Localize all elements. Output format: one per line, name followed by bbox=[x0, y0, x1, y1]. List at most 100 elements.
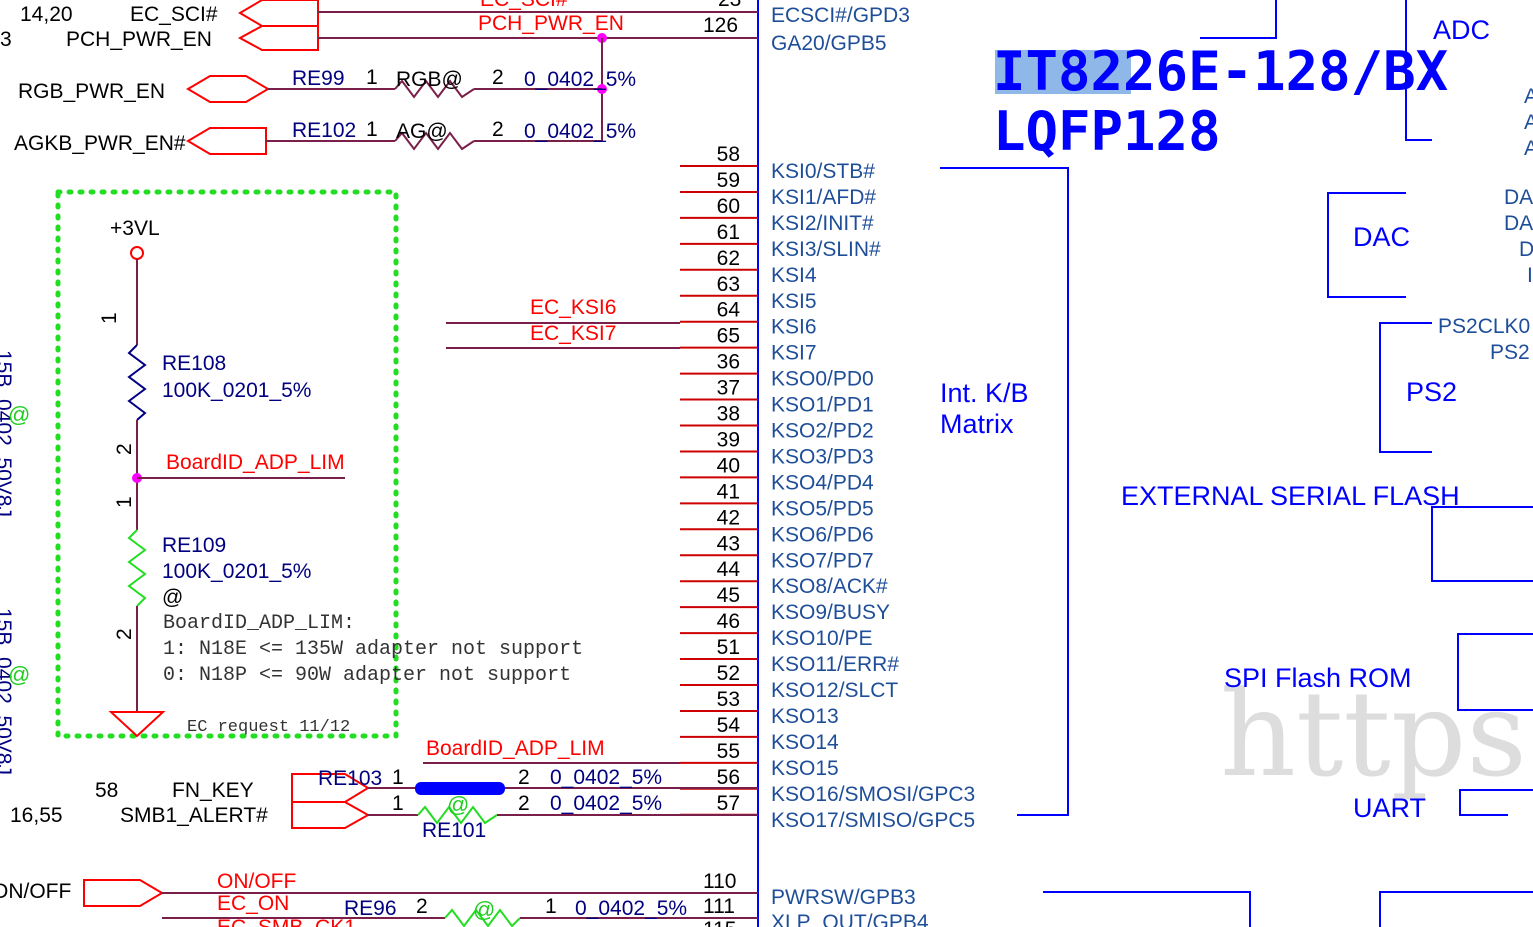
re102-value: 0_0402_5% bbox=[524, 120, 636, 143]
adc-a-1: A bbox=[1524, 85, 1533, 108]
re102-pin2: 2 bbox=[492, 118, 504, 141]
pin-number-57: 57 bbox=[717, 792, 740, 815]
re96-ref: RE96 bbox=[344, 897, 397, 920]
pin-number-41: 41 bbox=[717, 480, 740, 503]
adc-label: ADC bbox=[1433, 15, 1490, 45]
ps2-label: PS2 bbox=[1406, 377, 1457, 407]
re109-symbol bbox=[127, 529, 147, 607]
bottom-bracket-2 bbox=[1379, 891, 1533, 927]
pin-number-37: 37 bbox=[717, 377, 740, 400]
re99-ref: RE99 bbox=[292, 67, 345, 90]
ec-sci-port[interactable] bbox=[238, 0, 319, 27]
pin-number-61: 61 bbox=[717, 221, 740, 244]
re108-ref: RE108 bbox=[162, 352, 226, 375]
pin-number-56: 56 bbox=[717, 766, 740, 789]
re101-tag: @ bbox=[447, 792, 469, 817]
left-at-1: @ bbox=[8, 402, 30, 427]
pin-number-39: 39 bbox=[717, 428, 740, 451]
re102-ref: RE102 bbox=[292, 119, 356, 142]
pch-pwr-en-ref: 3 bbox=[0, 28, 12, 51]
net-ec-on: EC_ON bbox=[217, 892, 289, 915]
pin-number-42: 42 bbox=[717, 506, 740, 529]
left-cap-1: 15B_0402_50V8J bbox=[0, 350, 15, 517]
re102-pin1: 1 bbox=[366, 118, 378, 141]
pin-number-36: 36 bbox=[717, 351, 740, 374]
chip-package: LQFP128 bbox=[993, 100, 1221, 163]
smb-alert-ref: 16,55 bbox=[10, 804, 63, 827]
pin-name-52: KSO12/SLCT bbox=[771, 679, 898, 702]
ec-sci-ref: 14,20 bbox=[20, 3, 73, 26]
pin-name-36: KSO0/PD0 bbox=[771, 368, 874, 391]
pin-name-43: KSO7/PD7 bbox=[771, 549, 874, 572]
net-boardid-pin55: BoardID_ADP_LIM bbox=[426, 737, 605, 760]
re99-pin1: 1 bbox=[366, 66, 378, 89]
pin-number-64: 64 bbox=[717, 299, 741, 322]
adc-bracket-right bbox=[1405, 0, 1432, 141]
re103-ref: RE103 bbox=[318, 767, 382, 790]
supply-terminal bbox=[130, 246, 144, 260]
re109-pin2: 2 bbox=[113, 628, 136, 640]
re103-value: 0_0402_5% bbox=[550, 766, 662, 789]
pch-pwr-en-net: PCH_PWR_EN bbox=[478, 12, 624, 35]
pin-number-43: 43 bbox=[717, 532, 740, 555]
pch-pwr-en-port[interactable] bbox=[237, 25, 319, 51]
re109-value: 100K_0201_5% bbox=[162, 560, 311, 583]
note-title: BoardID_ADP_LIM: bbox=[163, 612, 355, 635]
pin-name-51: KSO11/ERR# bbox=[771, 653, 899, 676]
re96-pin1: 1 bbox=[545, 895, 557, 918]
kbm-label-1: Int. K/B bbox=[940, 378, 1029, 408]
pin-name-42: KSO6/PD6 bbox=[771, 523, 874, 546]
re101-ref: RE101 bbox=[422, 819, 486, 842]
onoff-port[interactable] bbox=[83, 879, 164, 907]
pin-number-62: 62 bbox=[717, 247, 740, 270]
net-ec-ksi7: EC_KSI7 bbox=[530, 322, 616, 345]
pin-name-54: KSO14 bbox=[771, 731, 839, 754]
fn-key-port[interactable] bbox=[291, 773, 370, 803]
ec-sci-partial-net: EC_SCI# bbox=[480, 0, 568, 11]
pin-number-40: 40 bbox=[717, 454, 740, 477]
re101-pin1: 1 bbox=[392, 792, 404, 815]
onoff-port-label: ON/OFF bbox=[0, 880, 71, 903]
pin-name-53: KSO13 bbox=[771, 705, 839, 728]
re108-pin2: 2 bbox=[113, 443, 136, 455]
pin-number-45: 45 bbox=[717, 584, 740, 607]
smb-alert-port[interactable] bbox=[291, 801, 371, 829]
pin-name-55: KSO15 bbox=[771, 757, 839, 780]
re103-pin1: 1 bbox=[392, 766, 404, 789]
dac-pin-1: DA bbox=[1504, 186, 1533, 209]
pin-number-53: 53 bbox=[717, 688, 740, 711]
pin-number-63: 63 bbox=[717, 273, 740, 296]
agkb-pwr-en-port-label: AGKB_PWR_EN# bbox=[14, 132, 186, 155]
pin-name-62: KSI4 bbox=[771, 264, 817, 287]
ext-flash-label: EXTERNAL SERIAL FLASH bbox=[1121, 481, 1460, 511]
pin-name-44: KSO8/ACK# bbox=[771, 575, 888, 598]
pin-name-45: KSO9/BUSY bbox=[771, 601, 890, 624]
spi-rom-bracket bbox=[1457, 633, 1533, 711]
pin-ecsci-name: ECSCI#/GPD3 bbox=[771, 4, 910, 27]
pin-number-65: 65 bbox=[717, 325, 740, 348]
pin-name-37: KSO1/PD1 bbox=[771, 394, 874, 417]
pin-number-44: 44 bbox=[717, 558, 741, 581]
watermark: https bbox=[1220, 665, 1527, 803]
net-ec-ksi6: EC_KSI6 bbox=[530, 296, 616, 319]
pin-115: 115 bbox=[703, 918, 736, 927]
pin-number-54: 54 bbox=[717, 714, 741, 737]
pin-number-38: 38 bbox=[717, 403, 740, 426]
rgb-pwr-en-port[interactable] bbox=[186, 75, 270, 103]
bottom-circuit: ON/OFF ON/OFF 110 PWRSW/GPB3 EC_ON RE96 … bbox=[0, 870, 929, 927]
re109-ref: RE109 bbox=[162, 534, 226, 557]
pin-name-59: KSI1/AFD# bbox=[771, 186, 876, 209]
dac-pin-3: D bbox=[1519, 238, 1533, 261]
pin-number-58: 58 bbox=[717, 143, 740, 166]
agkb-pwr-en-port[interactable] bbox=[186, 127, 267, 155]
pin-23: 23 bbox=[718, 0, 741, 11]
re101-pin2: 2 bbox=[518, 792, 530, 815]
dac-bracket bbox=[1327, 192, 1406, 298]
re99-tag: RGB@ bbox=[396, 68, 463, 91]
pin-number-46: 46 bbox=[717, 610, 740, 633]
pin-name-40: KSO4/PD4 bbox=[771, 471, 874, 494]
adc-bracket bbox=[1200, 0, 1277, 39]
pin-pwrsw-name: PWRSW/GPB3 bbox=[771, 886, 916, 909]
pin-name-46: KSO10/PE bbox=[771, 627, 873, 650]
fn-key-ref: 58 bbox=[95, 779, 118, 802]
